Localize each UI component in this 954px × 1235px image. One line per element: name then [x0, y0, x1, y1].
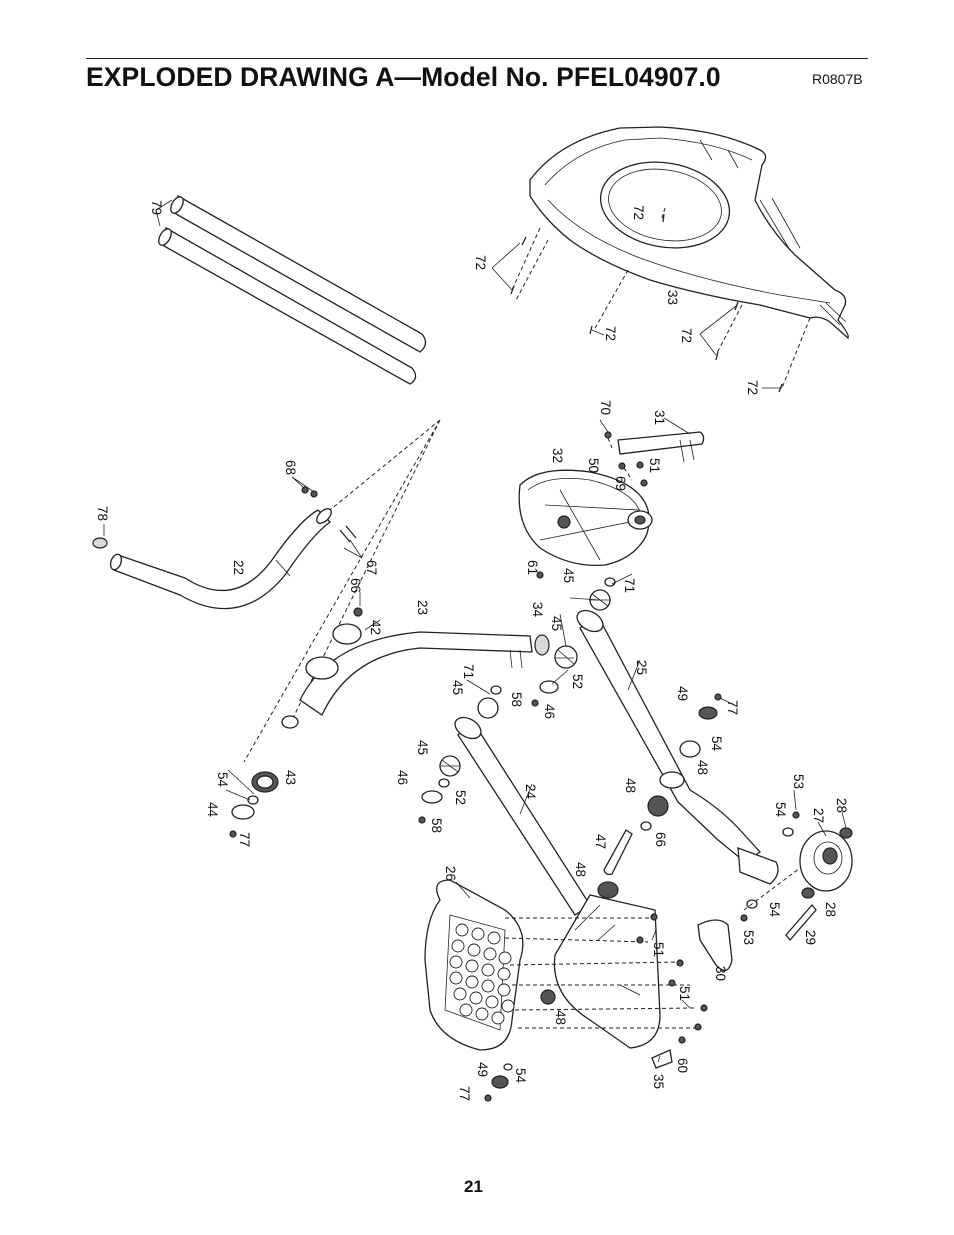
label-34: 34: [530, 602, 545, 618]
page-title: EXPLODED DRAWING A—Model No. PFEL04907.0: [86, 62, 721, 92]
label-71: 71: [461, 664, 476, 679]
label-48: 48: [695, 760, 710, 775]
label-54: 54: [773, 802, 788, 818]
label-45: 45: [415, 740, 430, 755]
label-48: 48: [623, 778, 638, 793]
label-58: 58: [429, 818, 444, 833]
label-51: 51: [651, 942, 666, 957]
label-48: 48: [573, 862, 588, 877]
part-labels: 79 72 72 72 72 72 33 70 31 50 51 69 32 7…: [95, 200, 849, 1101]
part-22-handlebar: [92, 486, 357, 610]
label-72: 72: [631, 205, 646, 220]
label-31: 31: [652, 410, 667, 425]
part-26-pedal: [424, 879, 708, 1102]
label-77: 77: [725, 700, 740, 715]
label-45: 45: [561, 568, 576, 583]
label-72: 72: [473, 255, 488, 270]
label-78: 78: [95, 506, 110, 521]
label-79: 79: [149, 200, 164, 215]
label-43: 43: [283, 770, 298, 785]
label-52: 52: [453, 790, 468, 805]
label-29: 29: [803, 930, 818, 945]
label-67: 67: [364, 560, 379, 575]
part-25-pedal-arm: [576, 609, 779, 885]
label-60: 60: [675, 1058, 690, 1073]
label-47: 47: [593, 834, 608, 849]
part-23-arm: [281, 607, 533, 729]
leader-lines: [103, 417, 847, 1063]
right-hardware: [597, 693, 853, 972]
label-28: 28: [834, 798, 849, 813]
label-44: 44: [205, 802, 220, 818]
label-23: 23: [415, 600, 430, 615]
label-72: 72: [745, 380, 760, 395]
label-48: 48: [553, 1010, 568, 1025]
page-number: 21: [464, 1177, 483, 1196]
part-79-tubes: [155, 194, 427, 385]
label-46: 46: [395, 770, 410, 785]
label-28: 28: [823, 902, 838, 917]
label-50: 50: [586, 458, 601, 473]
label-42: 42: [368, 620, 383, 635]
label-45: 45: [549, 616, 564, 631]
label-46: 46: [542, 704, 557, 719]
label-54: 54: [215, 772, 230, 788]
label-51: 51: [647, 458, 662, 473]
hardware-stacks: [229, 577, 616, 838]
label-26: 26: [443, 866, 458, 881]
label-24: 24: [523, 784, 538, 800]
label-35: 35: [651, 1074, 666, 1089]
part-72-screws: [491, 207, 811, 393]
label-68: 68: [283, 460, 298, 475]
label-25: 25: [634, 660, 649, 675]
label-72: 72: [603, 326, 618, 341]
label-70: 70: [598, 400, 613, 415]
part-24-pedal-arm: [454, 716, 591, 916]
label-49: 49: [675, 686, 690, 701]
label-49: 49: [475, 1062, 490, 1077]
label-54: 54: [513, 1068, 528, 1084]
label-66: 66: [653, 832, 668, 847]
part-31-bracket: [604, 431, 705, 487]
label-51: 51: [677, 986, 692, 1001]
header-rule: [86, 58, 868, 59]
label-72: 72: [679, 328, 694, 343]
label-58: 58: [509, 692, 524, 707]
label-32: 32: [550, 448, 565, 463]
label-77: 77: [237, 832, 252, 847]
label-77: 77: [457, 1086, 472, 1101]
label-30: 30: [713, 966, 728, 981]
label-71: 71: [622, 578, 637, 593]
label-54: 54: [709, 736, 724, 752]
label-53: 53: [741, 930, 756, 945]
assembly-guide-lines: [243, 419, 441, 763]
label-66: 66: [348, 578, 363, 593]
label-27: 27: [811, 808, 826, 823]
label-53: 53: [791, 774, 806, 789]
label-52: 52: [570, 674, 585, 689]
label-69: 69: [613, 476, 628, 491]
drawing-code: R0807B: [812, 71, 863, 87]
label-45: 45: [450, 680, 465, 695]
part-32-flywheel: [518, 469, 653, 579]
label-61: 61: [525, 560, 540, 575]
label-54: 54: [767, 902, 782, 918]
part-33-shroud: [529, 126, 849, 339]
label-33: 33: [665, 290, 680, 305]
label-22: 22: [231, 560, 246, 575]
